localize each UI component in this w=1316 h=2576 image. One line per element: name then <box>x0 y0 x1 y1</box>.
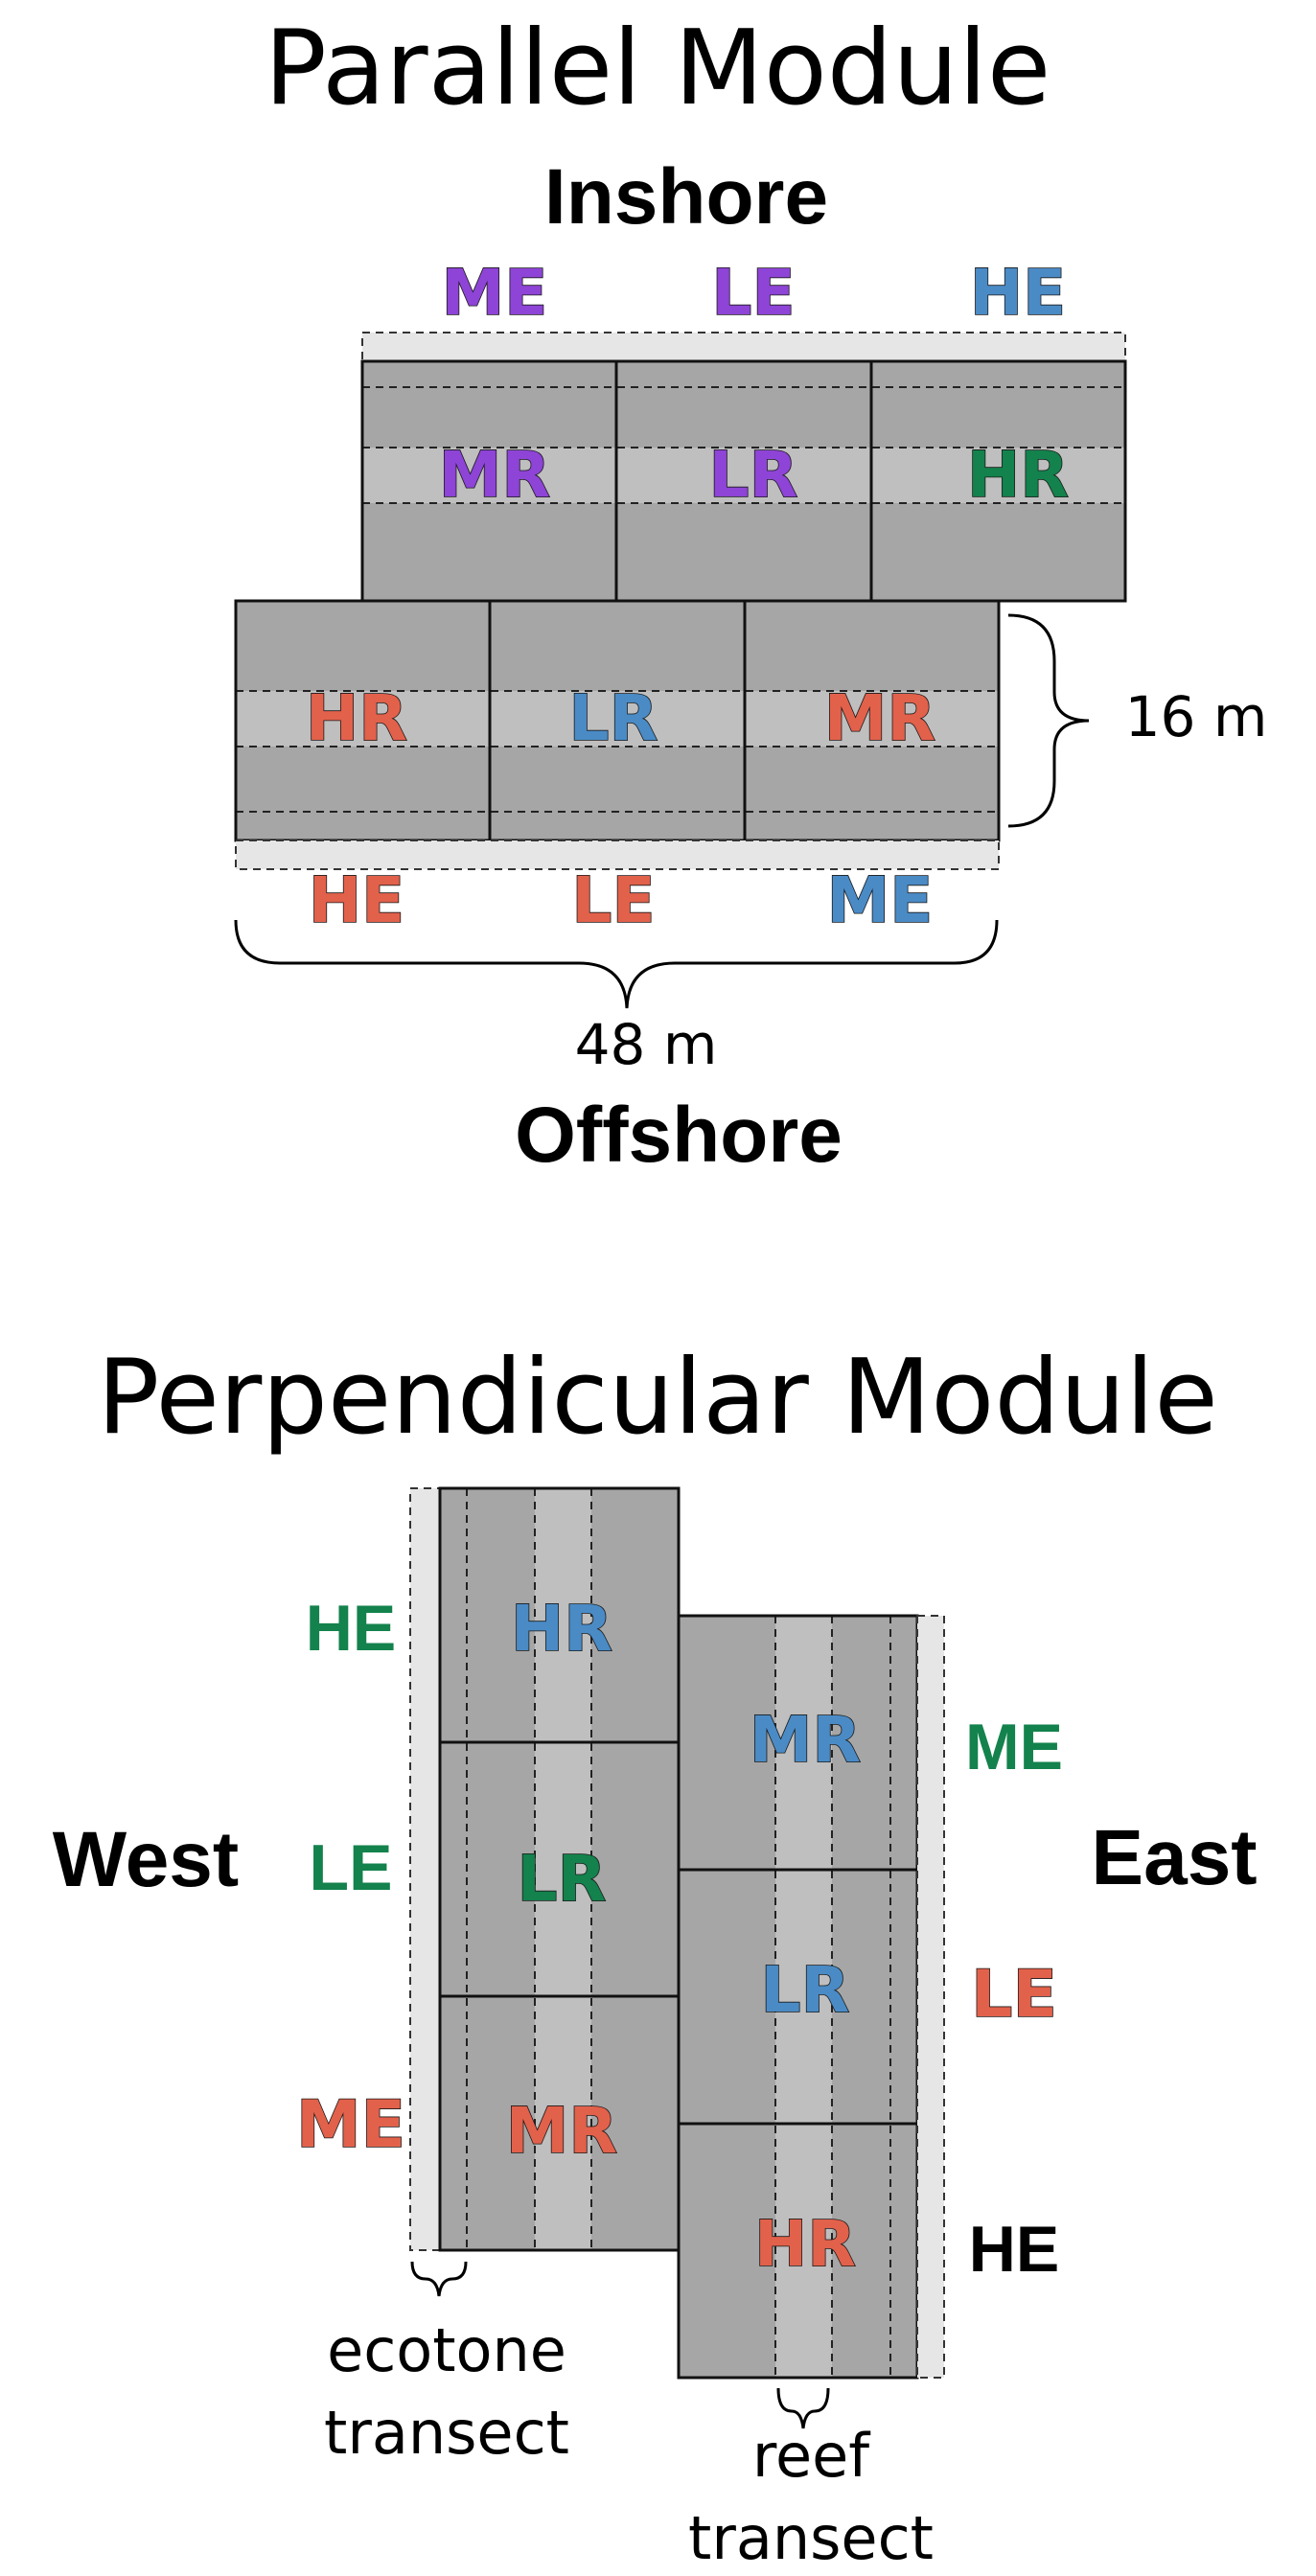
perpendicular-module-title: Perpendicular Module <box>97 1338 1218 1458</box>
width-dimension-label: 48 m <box>575 1012 718 1077</box>
width-brace <box>234 919 999 1009</box>
bottom-row-ecotone-strip <box>235 840 1000 870</box>
perpendicular-plot-labels: HR LR MR MR LR HR HE LE ME ME LE HE <box>295 1591 1063 2286</box>
perpendicular-right-column <box>677 1614 945 2380</box>
left-column-reef-label: HR <box>511 1592 612 1666</box>
top-row-reef-label: LR <box>709 438 798 512</box>
parallel-plot-labels: ME LE HE MR LR HR HR LR MR HE LE ME <box>305 255 1070 938</box>
ecotone-transect-brace <box>410 2261 468 2297</box>
ecotone-transect-label-line1: ecotone <box>327 2315 566 2385</box>
bottom-row-ecotone-label: LE <box>571 863 655 937</box>
right-column-ecotone-label: ME <box>965 1711 1063 1783</box>
right-column-ecotone-strip <box>916 1615 945 2379</box>
left-column-ecotone-label: LE <box>310 1831 393 1904</box>
top-row-ecotone-label: ME <box>442 256 548 330</box>
reef-transect-brace <box>776 2387 830 2429</box>
bottom-row-reef-transect-band <box>236 691 999 747</box>
parallel-module-title: Parallel Module <box>265 9 1051 128</box>
left-column-reef-transect-band <box>535 1488 591 2250</box>
top-row-reef-label: HR <box>967 438 1069 512</box>
top-row-ecotone-strip <box>361 332 1126 362</box>
bottom-row-reef-label: MR <box>824 681 936 755</box>
left-column-reef-label: MR <box>506 2094 618 2168</box>
height-dimension-label: 16 m <box>1125 684 1268 749</box>
bottom-row-ecotone-label: ME <box>827 863 934 937</box>
inshore-label: Inshore <box>544 153 828 241</box>
top-row-ecotone-label: LE <box>711 256 795 330</box>
left-column-ecotone-strip <box>409 1487 441 2251</box>
left-column-reef-label: LR <box>518 1842 607 1916</box>
right-column-ecotone-label: HE <box>969 2213 1059 2286</box>
east-label: East <box>1091 1814 1257 1901</box>
right-column-reef-label: LR <box>761 1953 850 2027</box>
left-column-ecotone-label: ME <box>296 2087 405 2163</box>
parallel-bottom-row <box>234 599 1001 870</box>
right-column-ecotone-label: LE <box>971 1957 1057 2033</box>
reef-transect-label-line1: reef <box>752 2421 871 2491</box>
top-row-reef-transect-band <box>362 448 1125 503</box>
parallel-module: Parallel Module Inshore <box>234 9 1268 1179</box>
bottom-row-reef-label: HR <box>306 681 407 755</box>
perpendicular-module: Perpendicular Module West East <box>53 1338 1258 2573</box>
height-brace <box>1007 613 1090 828</box>
top-row-reef-label: MR <box>439 438 551 512</box>
right-column-reef-transect-band <box>775 1616 832 2378</box>
left-column-ecotone-label: HE <box>306 1592 396 1665</box>
bottom-row-ecotone-label: HE <box>309 863 404 937</box>
offshore-label: Offshore <box>515 1092 843 1179</box>
right-column-reef-label: HR <box>754 2207 856 2281</box>
ecotone-transect-label-line2: transect <box>324 2398 569 2468</box>
bottom-row-reef-label: LR <box>569 681 658 755</box>
right-column-reef-label: MR <box>750 1703 862 1777</box>
parallel-top-row <box>360 332 1127 603</box>
top-row-ecotone-label: HE <box>970 256 1066 330</box>
west-label: West <box>53 1816 239 1903</box>
reef-transect-label-line2: transect <box>688 2503 934 2573</box>
